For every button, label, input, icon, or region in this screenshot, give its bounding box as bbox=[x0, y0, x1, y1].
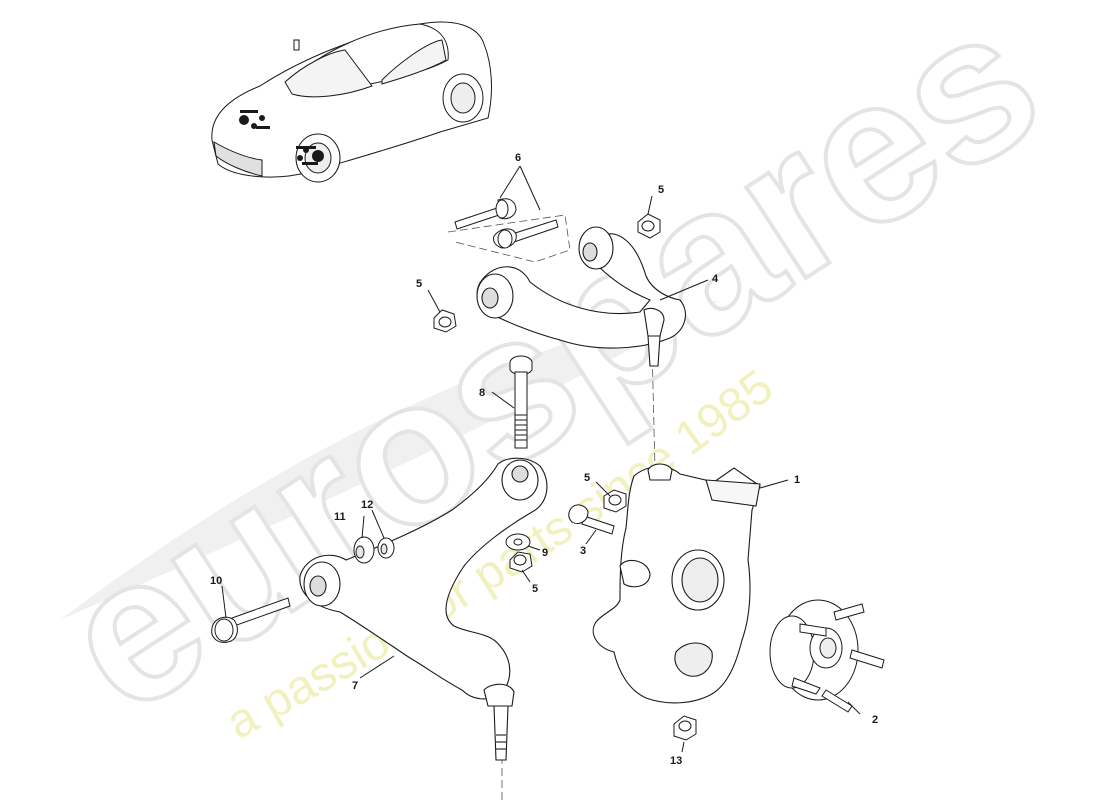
callout-3: 3 bbox=[580, 545, 586, 557]
part-8-long-bolt bbox=[509, 355, 533, 449]
knuckle-ear bbox=[705, 479, 761, 507]
part-11-bush bbox=[353, 536, 375, 564]
callout-5-left: 5 bbox=[416, 278, 422, 290]
bolt-6-lower bbox=[493, 219, 559, 249]
car-grille bbox=[213, 141, 263, 177]
callout-5-top: 5 bbox=[658, 184, 664, 196]
part-3-bolt bbox=[568, 504, 615, 535]
callout-6: 6 bbox=[515, 152, 521, 164]
knuckle-lower-slot bbox=[674, 642, 713, 677]
callout-12: 12 bbox=[361, 499, 373, 511]
callout-9: 9 bbox=[542, 547, 548, 559]
lower-arm-front-bush-inner bbox=[309, 575, 327, 597]
watermark-brand: eurospares bbox=[24, 0, 1076, 757]
upper-arm-rear-bush-inner bbox=[481, 287, 499, 309]
lower-arm-balljoint-stud bbox=[493, 705, 509, 761]
callout-4: 4 bbox=[712, 273, 719, 285]
leader-lines bbox=[221, 165, 861, 753]
hub-center-inner bbox=[819, 637, 837, 659]
part-6-bolts bbox=[454, 198, 559, 249]
part-5-nut-lower bbox=[509, 551, 533, 573]
knuckle-top-boss bbox=[647, 463, 673, 481]
callout-11: 11 bbox=[334, 511, 346, 523]
part-5-nut-top bbox=[637, 213, 661, 239]
upper-arm-balljoint bbox=[643, 307, 665, 337]
callouts: 1 2 3 4 5 5 5 5 6 7 8 9 10 11 12 13 bbox=[210, 152, 878, 767]
lower-arm-rear-bush-inner bbox=[511, 465, 529, 483]
hub-studs bbox=[791, 603, 885, 713]
part-9-washer bbox=[505, 533, 531, 551]
upper-arm-balljoint-stud bbox=[647, 335, 661, 367]
car-suspension-highlight-right bbox=[296, 146, 324, 165]
callout-7: 7 bbox=[352, 680, 358, 692]
car-side-window bbox=[381, 39, 447, 85]
car-windscreen bbox=[284, 49, 373, 98]
car-thumbnail bbox=[211, 21, 492, 183]
callout-5-lower: 5 bbox=[532, 583, 538, 595]
upper-arm-front-bush-inner bbox=[582, 242, 598, 262]
car-antenna bbox=[293, 39, 300, 51]
callout-2: 2 bbox=[872, 714, 878, 726]
callout-13: 13 bbox=[670, 755, 682, 767]
part-12-bush bbox=[377, 537, 395, 559]
part-2-wheel-hub bbox=[769, 599, 885, 713]
callout-10: 10 bbox=[210, 575, 222, 587]
car-suspension-highlight-left bbox=[239, 110, 270, 129]
part-7-lower-control-arm bbox=[299, 457, 548, 761]
part-5-nut-left bbox=[433, 309, 457, 333]
callout-8: 8 bbox=[479, 387, 485, 399]
part-10-bolt bbox=[211, 597, 291, 643]
knuckle-hub-bore-inner bbox=[681, 557, 719, 603]
lower-arm-balljoint bbox=[483, 683, 515, 707]
part-1-steering-knuckle bbox=[592, 463, 761, 704]
watermark: eurospares a passion for parts since 198… bbox=[22, 0, 1078, 759]
callout-5-mid: 5 bbox=[584, 472, 590, 484]
car-rear-wheel-rim bbox=[450, 82, 476, 114]
part-4-upper-control-arm bbox=[476, 226, 686, 367]
watermark-swoosh bbox=[60, 300, 720, 620]
part-13-nut bbox=[673, 715, 697, 741]
knuckle-steering-arm bbox=[619, 559, 651, 588]
bolt-6-upper bbox=[454, 198, 517, 230]
callout-1: 1 bbox=[794, 474, 800, 486]
